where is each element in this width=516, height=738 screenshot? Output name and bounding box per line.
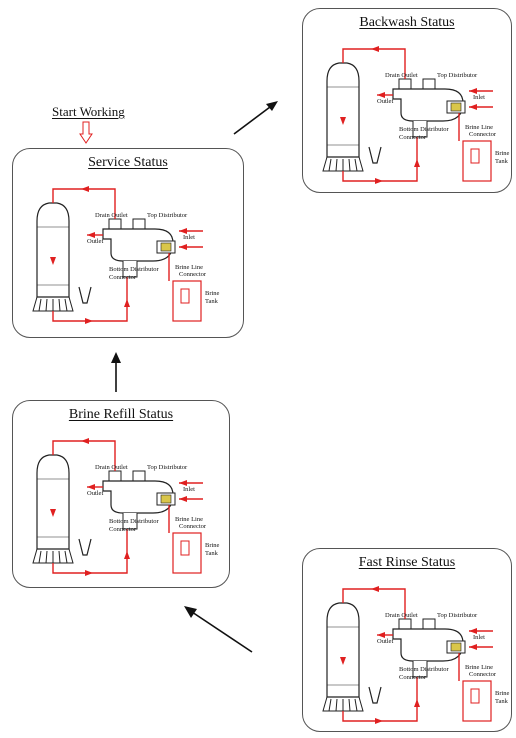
label-top-distributor: Top Distributor xyxy=(437,612,478,619)
brine-tank-icon xyxy=(172,532,202,574)
softener-diagram: Drain Outlet Top Distributor Inlet Outle… xyxy=(322,46,510,184)
backwash-status-panel: Backwash Status xyxy=(302,8,512,193)
resin-tank-icon xyxy=(322,62,364,172)
label-tank: Tank xyxy=(495,158,509,165)
flow-arrowheads xyxy=(50,438,187,576)
brine-tank-icon xyxy=(172,280,202,322)
label-outlet: Outlet xyxy=(377,638,393,645)
drain-funnel-icon xyxy=(368,146,382,164)
label-tank: Tank xyxy=(205,298,219,305)
label-bottom-distributor: Bottom Distributor xyxy=(399,666,449,673)
label-top-distributor: Top Distributor xyxy=(437,72,478,79)
label-brine-line-connector: Connector xyxy=(469,671,497,678)
flow-arrowheads xyxy=(340,46,477,184)
label-inlet: Inlet xyxy=(183,234,195,241)
control-valve-icon xyxy=(102,218,176,278)
label-outlet: Outlet xyxy=(87,490,103,497)
start-working-label: Start Working xyxy=(52,104,125,119)
softener-diagram: Drain Outlet Top Distributor Inlet Outle… xyxy=(32,186,220,324)
label-brine-line-connector: Connector xyxy=(469,131,497,138)
label-brine-line: Brine Line xyxy=(465,124,493,131)
label-bottom-distributor: Bottom Distributor xyxy=(399,126,449,133)
brine-tank-icon xyxy=(462,140,492,182)
label-bottom-distributor: Bottom Distributor xyxy=(109,266,159,273)
panel-title: Backwash Status xyxy=(359,15,455,30)
label-brine: Brine xyxy=(495,150,510,157)
softener-diagram: Drain Outlet Top Distributor Inlet Outle… xyxy=(322,586,510,724)
label-connector: Connector xyxy=(109,274,137,281)
service-status-panel: Service Status xyxy=(12,148,244,338)
label-brine: Brine xyxy=(205,290,220,297)
label-brine-line: Brine Line xyxy=(175,264,203,271)
label-top-distributor: Top Distributor xyxy=(147,464,188,471)
resin-tank-icon xyxy=(322,602,364,712)
flow-arrowheads xyxy=(50,186,187,324)
brine-refill-status-panel: Brine Refill Status xyxy=(12,400,230,588)
label-drain-outlet: Drain Outlet xyxy=(385,72,418,79)
label-connector: Connector xyxy=(109,526,137,533)
label-outlet: Outlet xyxy=(87,238,103,245)
panel-title: Service Status xyxy=(88,155,168,170)
label-connector: Connector xyxy=(399,674,427,681)
label-drain-outlet: Drain Outlet xyxy=(385,612,418,619)
label-top-distributor: Top Distributor xyxy=(147,212,188,219)
label-brine: Brine xyxy=(205,542,220,549)
panel-title: Fast Rinse Status xyxy=(358,555,456,570)
brine-tank-icon xyxy=(462,680,492,722)
label-brine: Brine xyxy=(495,690,510,697)
softener-diagram: Drain Outlet Top Distributor Inlet Outle… xyxy=(32,438,220,576)
label-connector: Connector xyxy=(399,134,427,141)
label-bottom-distributor: Bottom Distributor xyxy=(109,518,159,525)
label-inlet: Inlet xyxy=(473,634,485,641)
label-brine-line: Brine Line xyxy=(465,664,493,671)
label-brine-line-connector: Connector xyxy=(179,523,207,530)
control-valve-icon xyxy=(392,618,466,678)
label-outlet: Outlet xyxy=(377,98,393,105)
fast-rinse-status-panel: Fast Rinse Status xyxy=(302,548,512,732)
label-drain-outlet: Drain Outlet xyxy=(95,212,128,219)
label-tank: Tank xyxy=(205,550,219,557)
label-drain-outlet: Drain Outlet xyxy=(95,464,128,471)
label-tank: Tank xyxy=(495,698,509,705)
label-inlet: Inlet xyxy=(473,94,485,101)
drain-funnel-icon xyxy=(78,538,92,556)
start-arrow-icon xyxy=(79,121,93,144)
drain-funnel-icon xyxy=(78,286,92,304)
to-brine-refill-arrow-icon xyxy=(184,606,253,653)
label-brine-line: Brine Line xyxy=(175,516,203,523)
control-valve-icon xyxy=(392,78,466,138)
control-valve-icon xyxy=(102,470,176,530)
label-inlet: Inlet xyxy=(183,486,195,493)
to-backwash-arrow-icon xyxy=(233,101,278,135)
drain-funnel-icon xyxy=(368,686,382,704)
flow-arrowheads xyxy=(340,586,477,724)
label-brine-line-connector: Connector xyxy=(179,271,207,278)
panel-title: Brine Refill Status xyxy=(68,407,174,422)
to-service-arrow-icon xyxy=(111,352,121,392)
